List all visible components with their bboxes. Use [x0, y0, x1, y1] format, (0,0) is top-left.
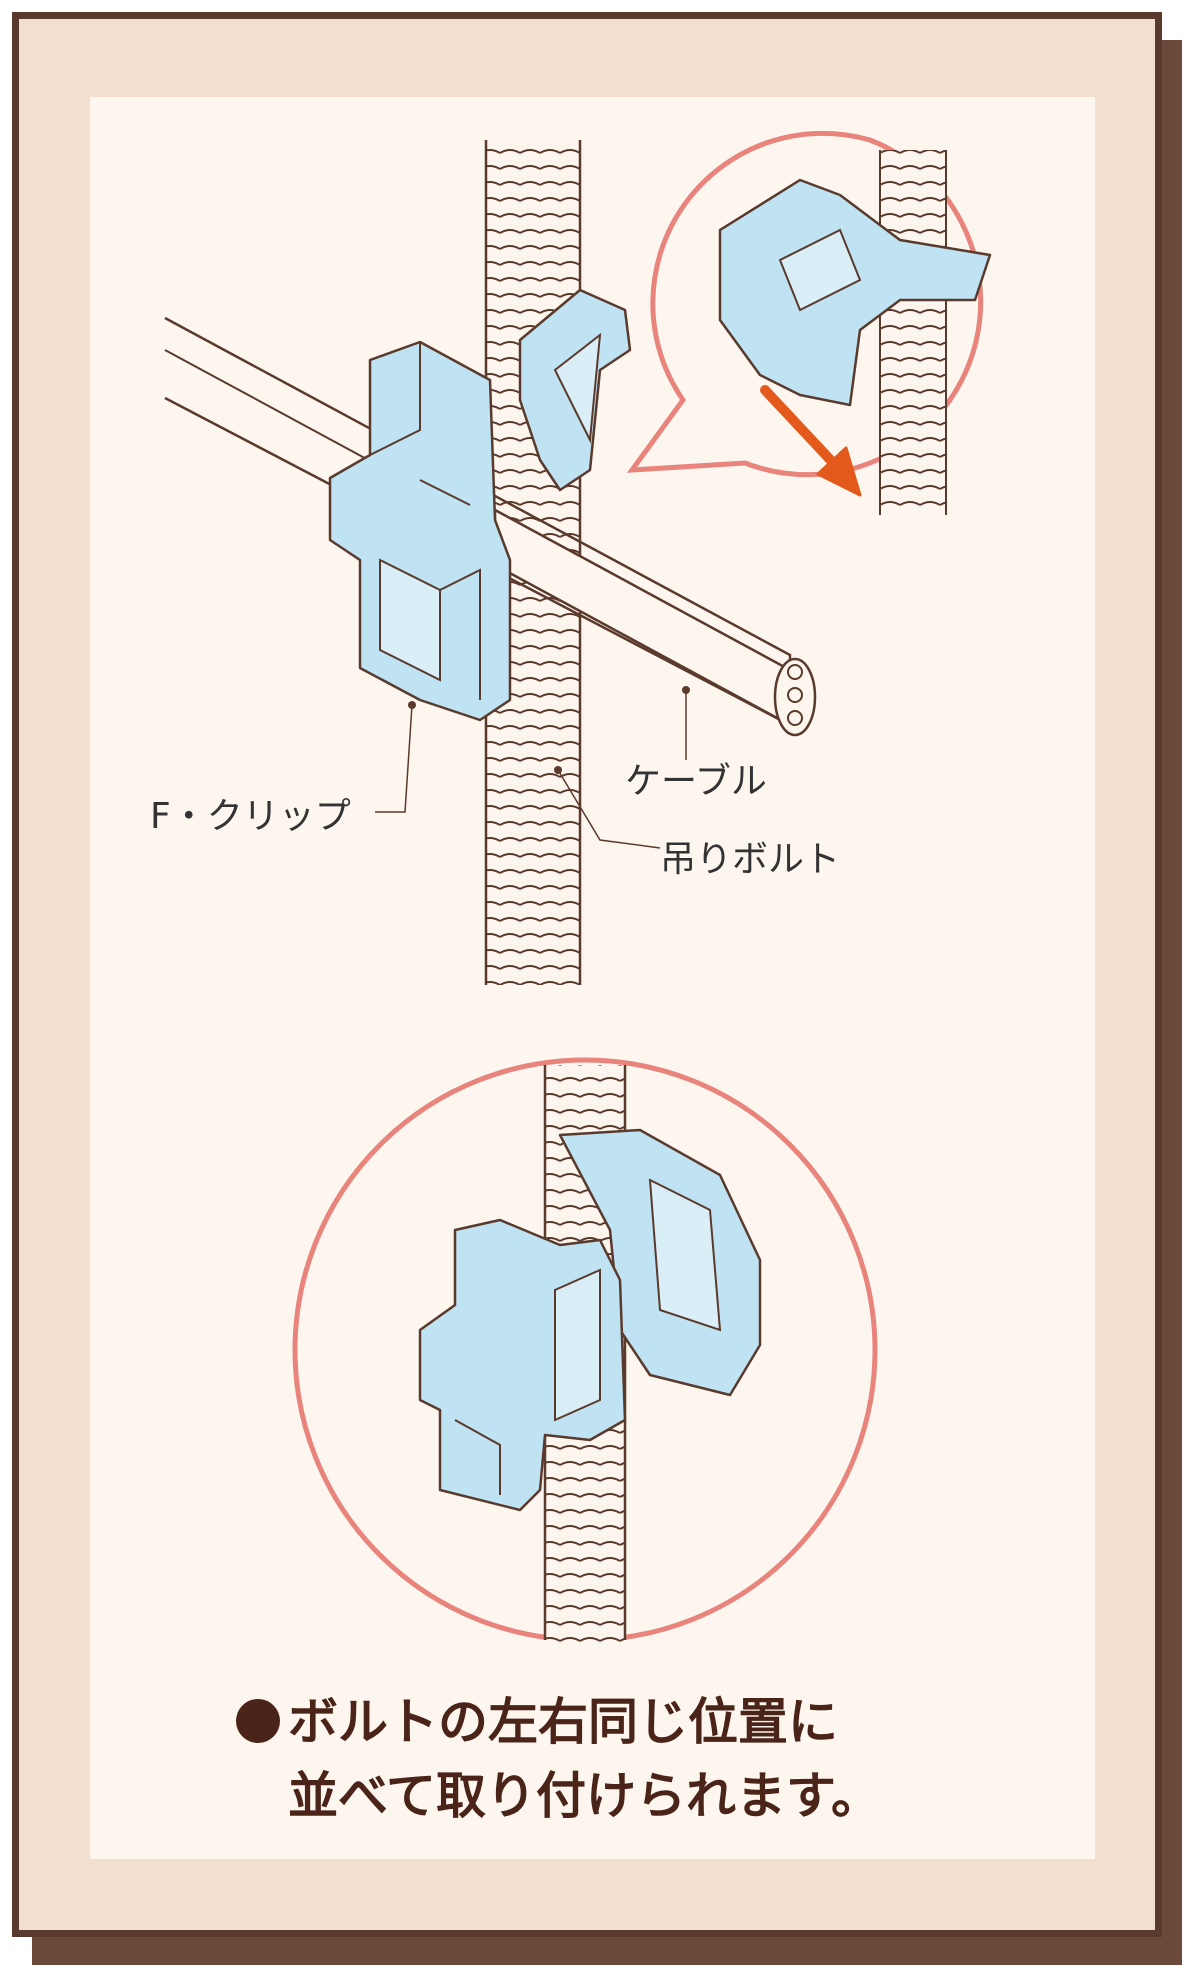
- bolt-label: 吊りボルト: [660, 839, 841, 880]
- detail-callout: [626, 130, 992, 515]
- leader-dot-bolt: [554, 766, 562, 774]
- clip-label: F・クリップ: [150, 796, 351, 837]
- caption-line-2: 並べて取り付けられます。: [288, 1767, 881, 1825]
- leader-dot-clip: [408, 701, 416, 709]
- f-clip-front: [328, 340, 512, 722]
- down-right-arrow-icon: [760, 385, 862, 497]
- cable-label: ケーブル: [625, 761, 767, 802]
- leader-dot-cable: [682, 686, 690, 694]
- leader-lines: [375, 690, 687, 849]
- filled-circle-icon: [236, 1699, 280, 1743]
- f-clip-back: [518, 288, 632, 492]
- caption-line-1: ボルトの左右同じ位置に: [236, 1685, 881, 1759]
- lower-detail-circle: [292, 1057, 878, 1645]
- caption-text-1: ボルトの左右同じ位置に: [288, 1693, 838, 1751]
- caption: ボルトの左右同じ位置に 並べて取り付けられます。: [236, 1685, 881, 1833]
